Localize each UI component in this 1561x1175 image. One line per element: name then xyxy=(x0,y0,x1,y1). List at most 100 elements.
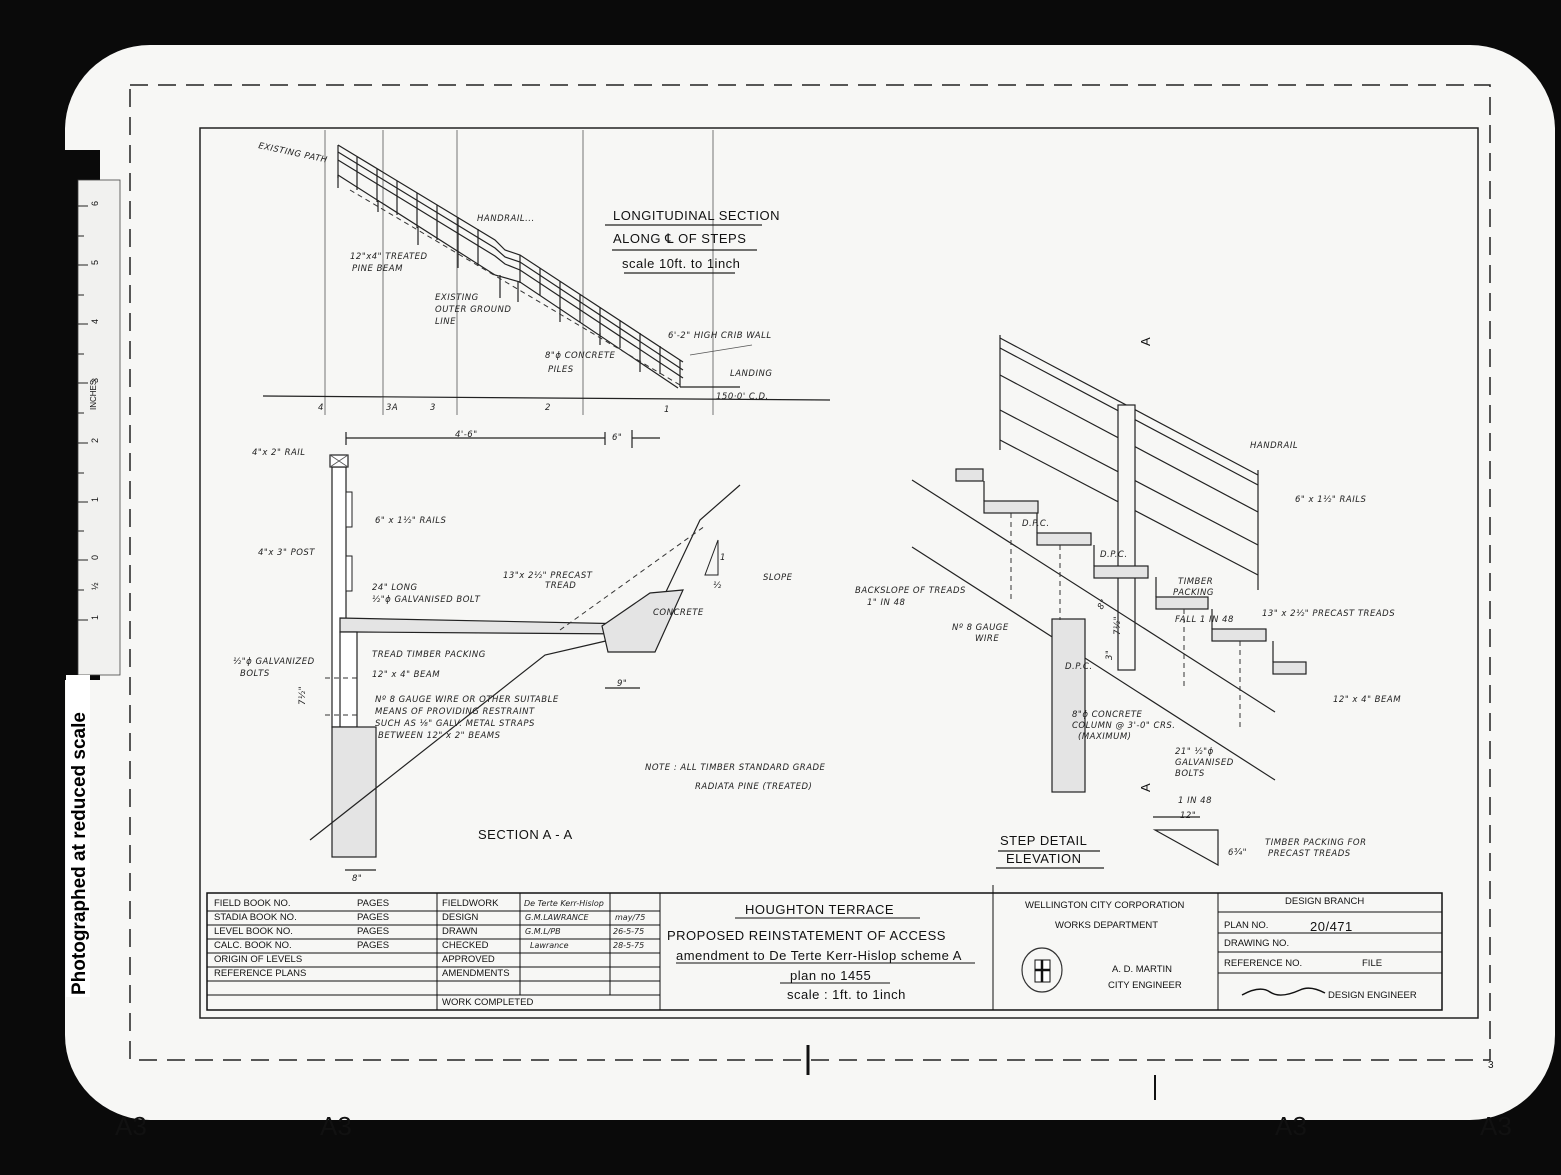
label-packing-note: TIMBER PACKING FOR xyxy=(1265,838,1367,848)
org-name: WELLINGTON CITY CORPORATION xyxy=(1025,900,1185,911)
grid-label: 4 xyxy=(318,403,324,413)
label-slope: SLOPE xyxy=(763,573,793,583)
dim-pier: 8" xyxy=(352,874,362,884)
label-column: COLUMN @ 3'-0" CRS. xyxy=(1072,721,1175,731)
label-tread: 13"x 2½" PRECAST xyxy=(503,571,593,581)
role-label: FIELDWORK xyxy=(442,898,499,909)
label-beam: 12" x 4" BEAM xyxy=(372,670,440,680)
longitudinal-title: ALONG ℄ OF STEPS xyxy=(613,231,746,246)
label-ground: LINE xyxy=(435,317,456,327)
pages-label: PAGES xyxy=(357,912,389,923)
label-wire: SUCH AS ⅛" GALV. METAL STRAPS xyxy=(375,719,535,729)
slope-rise: 1 xyxy=(720,553,726,563)
plan-no-label: PLAN NO. xyxy=(1224,920,1268,931)
a3-mark: A3 xyxy=(320,1111,352,1141)
label-packing: PACKING xyxy=(1173,588,1214,598)
label-bolts: 21" ½"ϕ xyxy=(1175,747,1214,757)
label-datum: 150·0' C.D. xyxy=(716,392,769,402)
label-ground: OUTER GROUND xyxy=(435,305,511,315)
label-treads: 13" x 2½" PRECAST TREADS xyxy=(1262,609,1395,619)
book-label: LEVEL BOOK NO. xyxy=(214,926,293,937)
dim-3: 3" xyxy=(1105,650,1115,660)
date-value: may/75 xyxy=(615,913,645,922)
label-beam: 12" x 4" BEAM xyxy=(1333,695,1401,705)
drawing-frame xyxy=(199,127,1479,1019)
label-wire: Nº 8 GAUGE WIRE OR OTHER SUITABLE xyxy=(375,695,559,705)
label-landing: LANDING xyxy=(730,369,772,379)
label-dpc: D.P.C. xyxy=(1022,519,1050,529)
label-ground: EXISTING xyxy=(435,293,479,303)
label-wire: BETWEEN 12" x 2" BEAMS xyxy=(378,731,501,741)
ruler-tick-label: 6 xyxy=(90,201,100,206)
date-value: 28-5-75 xyxy=(613,941,644,950)
beam-top xyxy=(911,479,1276,713)
concrete-column xyxy=(1051,618,1086,793)
role-label: DESIGN xyxy=(442,912,479,923)
dim-offset: 6" xyxy=(612,433,622,443)
section-aa-title: SECTION A - A xyxy=(478,827,573,842)
plan-reference: plan no 1455 xyxy=(790,968,871,983)
dim-7-5: 7½" xyxy=(1113,616,1123,635)
handrail-line xyxy=(337,144,684,363)
label-wire: MEANS OF PROVIDING RESTRAINT xyxy=(375,707,535,717)
rail xyxy=(345,555,353,592)
ground-line xyxy=(349,189,681,386)
ruler-caption-box xyxy=(66,675,90,997)
label-column: 8"ϕ CONCRETE xyxy=(1072,710,1143,720)
label-beam: 12"x4" TREATED xyxy=(350,252,428,262)
title-block: FIELD BOOK NO. PAGES FIELDWORK De Terte … xyxy=(206,885,1443,1011)
post xyxy=(1117,404,1136,671)
label-column: (MAXIMUM) xyxy=(1078,732,1132,742)
label-dpc: D.P.C. xyxy=(1065,662,1093,672)
engineer-title: CITY ENGINEER xyxy=(1108,980,1182,991)
note: NOTE : ALL TIMBER STANDARD GRADE xyxy=(645,763,826,773)
ruler-caption: Photographed at reduced scale xyxy=(69,712,90,995)
timber-packing xyxy=(1152,829,1219,867)
role-label: CHECKED xyxy=(442,940,489,951)
title-scale: scale : 1ft. to 1inch xyxy=(787,987,906,1002)
dim-width: 4'-6" xyxy=(455,430,478,440)
longitudinal-scale: scale 10ft. to 1inch xyxy=(622,256,740,271)
dim-8: 8" xyxy=(1096,598,1110,612)
label-bolts: GALVANISED xyxy=(1175,758,1234,768)
section-mark: A xyxy=(1138,783,1153,792)
dashed-border xyxy=(129,84,1491,1061)
label-beam: PINE BEAM xyxy=(352,264,403,274)
coat-of-arms-icon xyxy=(1021,947,1063,993)
name-value: De Terte Kerr-Hislop xyxy=(524,899,604,908)
step-detail-title: ELEVATION xyxy=(1006,851,1082,866)
role-label: AMENDMENTS xyxy=(442,968,510,979)
paper xyxy=(65,45,1555,1120)
name-value: G.M.L/PB xyxy=(525,927,561,936)
design-engineer-label: DESIGN ENGINEER xyxy=(1328,990,1417,1001)
project-title: HOUGHTON TERRACE xyxy=(745,902,894,917)
label-tread: TREAD xyxy=(545,581,576,591)
label-galv-bolts: BOLTS xyxy=(240,669,270,679)
label-piles: PILES xyxy=(548,365,574,375)
grid-label: 3A xyxy=(386,403,398,413)
label-rails: 6" x 1½" RAILS xyxy=(375,516,446,526)
sheet-marks: A3 A3 A3 A3 3 xyxy=(115,1045,1512,1141)
file-label: FILE xyxy=(1362,958,1382,969)
section-aa: 4'-6" 6" 4"x 2" RAIL 6" x 1½" RAILS 4"x … xyxy=(233,430,793,884)
label-packing-note: PRECAST TREADS xyxy=(1268,849,1351,859)
longitudinal-section: EXISTING PATH HANDRAIL... 12"x4" TREATED… xyxy=(257,130,831,415)
label-crib-wall: 6'-2" HIGH CRIB WALL xyxy=(668,331,772,341)
reference-no-label: REFERENCE NO. xyxy=(1224,958,1302,969)
label-galv-bolts: ½"ϕ GALVANIZED xyxy=(233,657,315,667)
grid-label: 3 xyxy=(430,403,436,413)
concrete-wedge xyxy=(601,589,684,653)
label-wire: Nº 8 GAUGE xyxy=(952,623,1009,633)
ruler-tick-label: 1 xyxy=(90,497,100,502)
role-label: APPROVED xyxy=(442,954,495,965)
date-value: 26-5-75 xyxy=(613,927,644,936)
ruler-tick-label: 3 xyxy=(90,378,100,383)
ruler-tick-label: 0 xyxy=(90,555,100,560)
note: RADIATA PINE (TREATED) xyxy=(695,782,812,792)
ruler-tick-label: 1 xyxy=(90,615,100,620)
slope-run: ½ xyxy=(713,581,722,591)
corner-mark: 3 xyxy=(1488,1060,1494,1071)
engineer-name: A. D. MARTIN xyxy=(1112,964,1172,975)
beam xyxy=(339,631,358,728)
pages-label: PAGES xyxy=(357,926,389,937)
